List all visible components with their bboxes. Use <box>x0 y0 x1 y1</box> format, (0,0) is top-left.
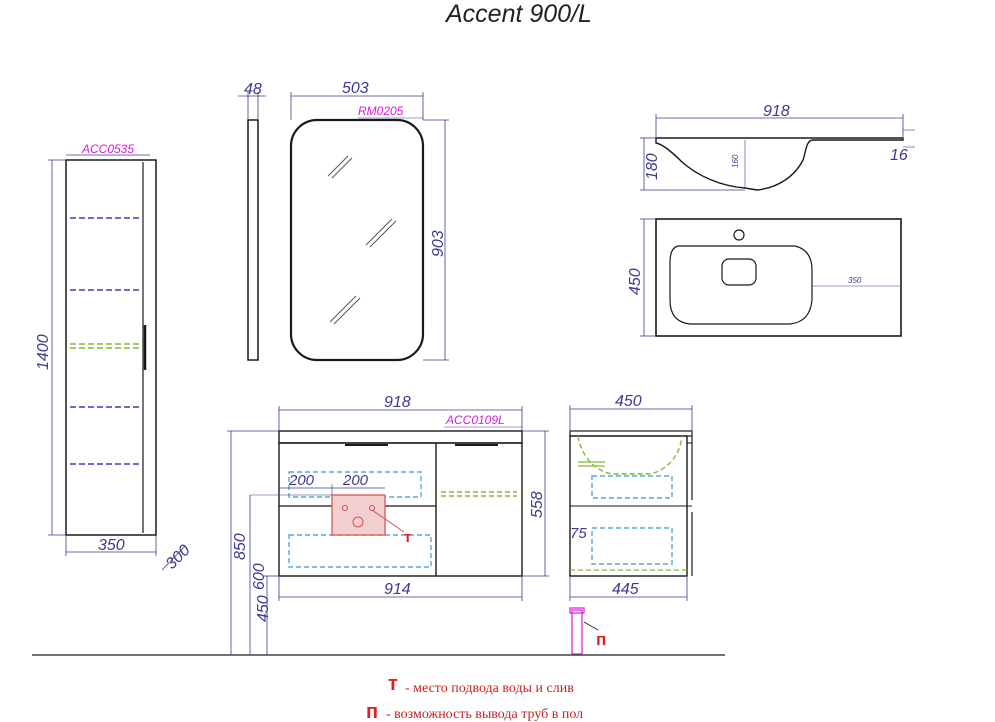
basin-width-label: 918 <box>763 103 790 120</box>
legend-p-text: - возможность вывода труб в пол <box>386 707 583 722</box>
cabinet-top-width-label: 918 <box>384 394 411 411</box>
upper-drawer <box>288 471 422 498</box>
column-body <box>65 159 157 536</box>
drawer-gap-label: 75 <box>570 525 587 542</box>
lower-drawer <box>288 534 432 568</box>
total-height-label: 850 <box>232 533 249 560</box>
countertop <box>278 430 523 444</box>
pipe-zone <box>331 494 386 536</box>
legend-t-text: - место подвода воды и слив <box>405 681 574 696</box>
column-height-label: 1400 <box>35 334 52 370</box>
mirror-code: RM0205 <box>358 104 404 118</box>
basin-bowl <box>669 245 813 325</box>
cabinet-body <box>278 442 523 577</box>
drain <box>721 258 757 286</box>
cabinet-code: ACC0109L <box>445 413 505 427</box>
side-basin-section <box>577 435 683 475</box>
legend-t-mark: т <box>388 673 398 695</box>
cabinet-front-view: т 200 200 918 ACC0109L 914 558 850 600 4… <box>227 394 549 655</box>
marker-p-label: п <box>596 630 606 649</box>
basin-offset-label: 350 <box>848 276 862 285</box>
cabinet-body-width-label: 914 <box>384 581 411 598</box>
mirror-front <box>289 118 425 362</box>
column-width-label: 350 <box>98 537 125 554</box>
basin-bowl-label: 160 <box>731 154 740 168</box>
marker-t-label: т <box>404 529 411 546</box>
side-countertop <box>569 430 693 437</box>
bottom-height-label: 450 <box>255 595 272 622</box>
mirror-height-label: 903 <box>430 230 447 257</box>
basin-height-label: 180 <box>644 153 661 180</box>
mirror-glare <box>327 155 397 325</box>
basin-top-view: 350 450 <box>627 218 902 337</box>
pipe-zone-left-label: 200 <box>288 472 315 489</box>
basin-profile <box>655 137 904 191</box>
basin-top-outline <box>655 218 902 337</box>
column-shelves <box>70 217 142 465</box>
tap-hole <box>733 229 745 241</box>
column-code: ACC0535 <box>81 142 134 156</box>
floor-pipe: п <box>569 607 606 655</box>
mirror-side-edge <box>247 119 259 361</box>
drawing-title: Accent 900/L <box>444 0 592 28</box>
pipe-height-label: 600 <box>251 563 268 590</box>
legend: т - место подвода воды и слив п - возмож… <box>366 673 583 722</box>
cabinet-height-label: 558 <box>529 491 546 518</box>
mirror-thickness-label: 48 <box>244 81 262 98</box>
basin-depth-label: 450 <box>627 268 644 295</box>
basin-thickness-label: 16 <box>890 147 908 164</box>
pipe-zone-right-label: 200 <box>342 472 369 489</box>
mirror-width-label: 503 <box>342 80 369 97</box>
legend-p-mark: п <box>366 701 378 722</box>
side-body-depth-label: 445 <box>612 581 639 598</box>
column-depth-label: 300 <box>163 542 194 573</box>
mirror-view: 48 503 RM0205 903 <box>238 80 449 362</box>
column-view: ACC0535 1400 350 300 <box>35 142 194 573</box>
basin-side-view: 918 180 160 16 <box>640 103 915 191</box>
side-top-depth-label: 450 <box>615 393 642 410</box>
cabinet-side-view: 75 450 445 <box>569 393 693 601</box>
